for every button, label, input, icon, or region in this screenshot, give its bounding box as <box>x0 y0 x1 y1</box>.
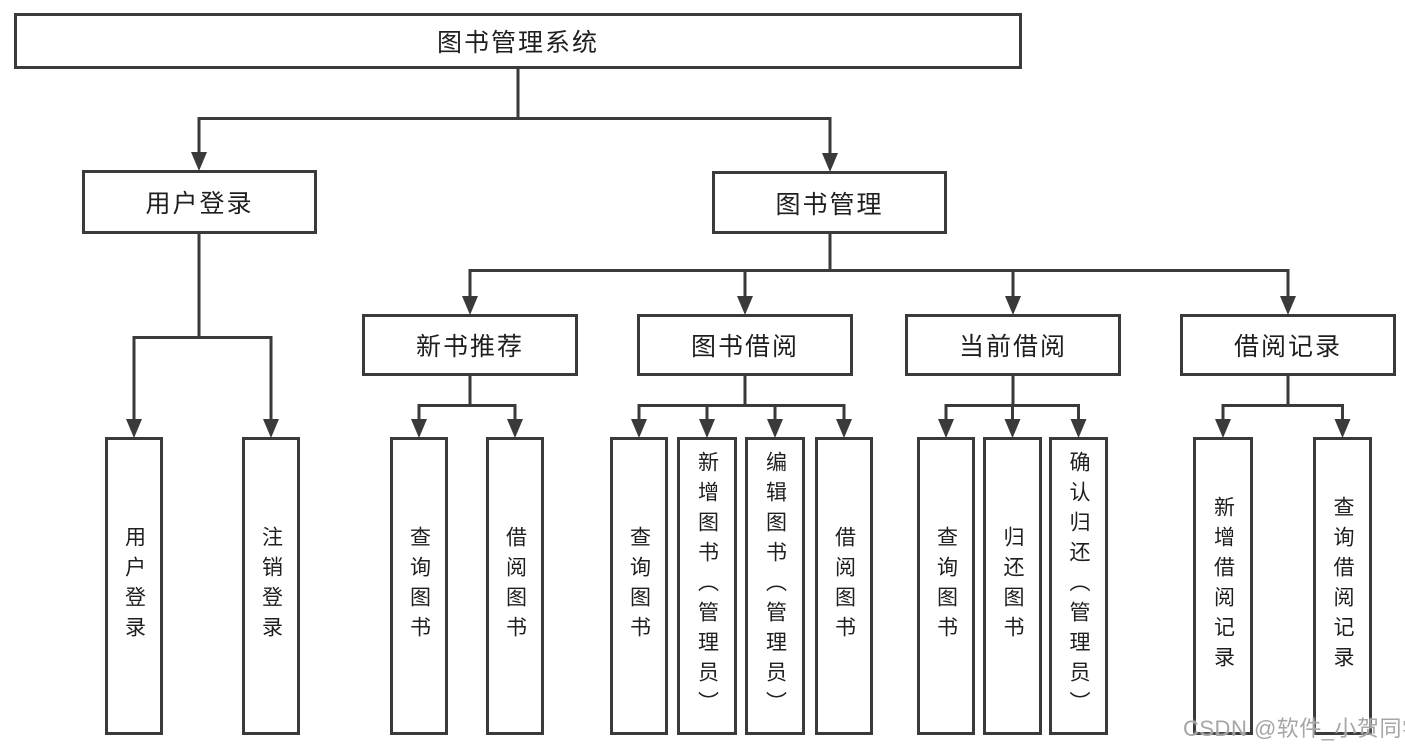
leaf-label: 借阅图书 <box>832 526 856 646</box>
leaf-label: 归还图书 <box>1001 526 1024 646</box>
node-label: 图书借阅 <box>690 333 799 361</box>
leaf-bb-borrow-books: 借阅图书 <box>815 437 873 735</box>
leaf-cb-query-books: 查询图书 <box>917 437 975 735</box>
leaf-label: 查询借阅记录 <box>1331 496 1354 676</box>
leaf-label: 新增借阅记录 <box>1211 496 1235 676</box>
node-label: 图书管理系统 <box>436 29 599 57</box>
node-user-login: 用户登录 <box>82 170 317 234</box>
leaf-br-query-record: 查询借阅记录 <box>1313 437 1372 735</box>
leaf-cb-confirm-return-admin: 确认归还（管理员） <box>1049 437 1108 735</box>
node-label: 用户登录 <box>145 190 254 218</box>
node-library-system: 图书管理系统 <box>14 13 1022 69</box>
leaf-label: 查询图书 <box>407 526 431 646</box>
leaf-nb-borrow-books: 借阅图书 <box>486 437 544 735</box>
node-borrow-records: 借阅记录 <box>1180 314 1396 376</box>
node-label: 图书管理 <box>775 190 884 219</box>
leaf-logout: 注销登录 <box>242 437 300 735</box>
node-label: 借阅记录 <box>1233 333 1342 361</box>
leaf-label: 确认归还（管理员） <box>1067 451 1090 721</box>
leaf-nb-query-books: 查询图书 <box>390 437 448 735</box>
leaf-bb-edit-books-admin: 编辑图书（管理员） <box>745 437 805 735</box>
leaf-user-login: 用户登录 <box>105 437 163 735</box>
node-current-borrow: 当前借阅 <box>905 314 1121 376</box>
leaf-label: 编辑图书（管理员） <box>763 451 787 721</box>
node-book-borrow: 图书借阅 <box>637 314 853 376</box>
csdn-watermark: CSDN @软件_小贺同学 <box>1183 716 1405 741</box>
node-label: 当前借阅 <box>958 333 1067 361</box>
leaf-cb-return-books: 归还图书 <box>983 437 1042 735</box>
node-new-book-recommend: 新书推荐 <box>362 314 578 376</box>
arrowheads <box>126 152 1351 438</box>
leaf-label: 新增图书（管理员） <box>695 451 719 721</box>
leaf-bb-query-books: 查询图书 <box>610 437 668 735</box>
leaf-label: 查询图书 <box>627 526 651 646</box>
leaf-label: 注销登录 <box>259 526 283 646</box>
leaf-label: 用户登录 <box>122 526 146 646</box>
leaf-label: 查询图书 <box>934 526 958 646</box>
leaf-bb-add-books-admin: 新增图书（管理员） <box>677 437 737 735</box>
leaf-label: 借阅图书 <box>503 526 527 646</box>
node-book-management: 图书管理 <box>712 171 947 234</box>
node-label: 新书推荐 <box>415 333 524 361</box>
leaf-br-add-record: 新增借阅记录 <box>1193 437 1253 735</box>
